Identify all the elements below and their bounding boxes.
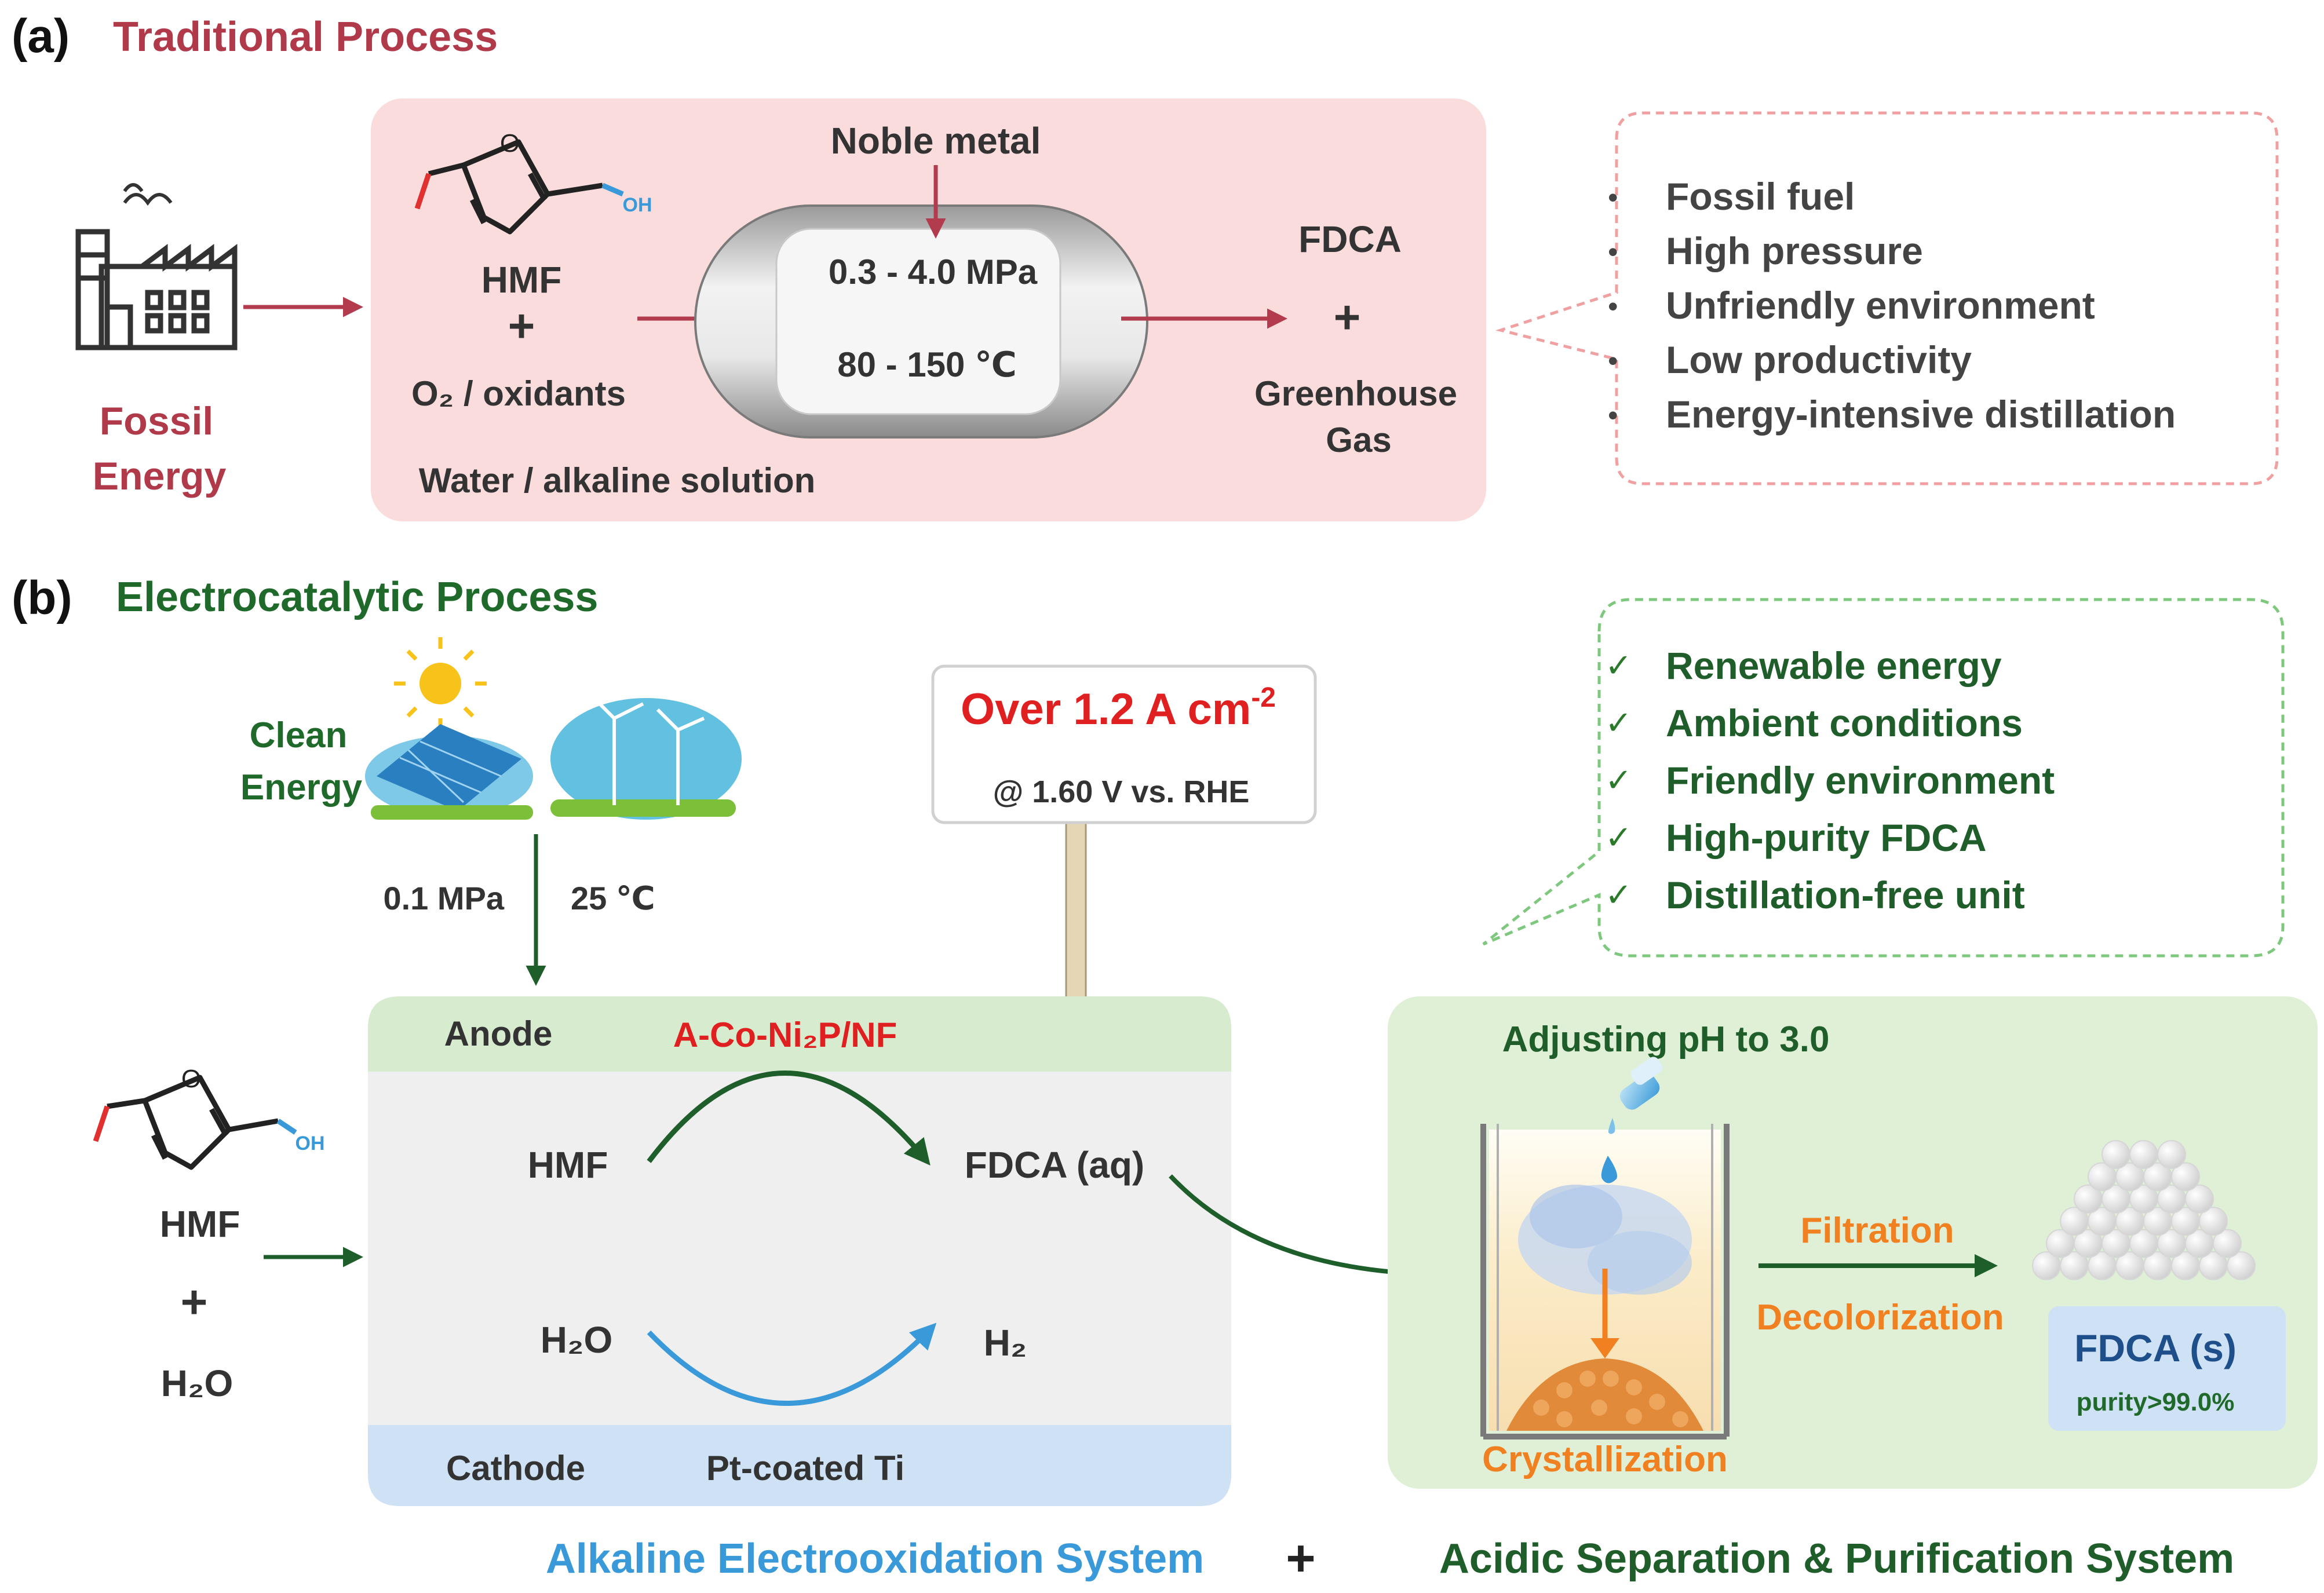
hmf-molecule-icon-b <box>93 1075 297 1170</box>
crystal-sphere <box>2129 1140 2158 1169</box>
drawback-bullet: • <box>1608 345 1618 377</box>
greenhouse-gas-line1: Greenhouse <box>1254 374 1457 413</box>
panel-b-label: (b) <box>12 572 72 624</box>
noble-metal-label: Noble metal <box>831 120 1041 162</box>
drawback-bullet: • <box>1608 399 1618 432</box>
check-icon: ✓ <box>1605 647 1632 684</box>
fdca-crystal-pile-icon <box>2032 1140 2256 1280</box>
check-icon: ✓ <box>1605 762 1632 798</box>
crystal-sphere <box>2157 1140 2186 1169</box>
cathode-reactant: H₂O <box>541 1319 612 1361</box>
crystal-sphere <box>2171 1162 2200 1192</box>
fdca-product-box <box>2048 1306 2286 1431</box>
fdca-label-a: FDCA <box>1298 218 1402 260</box>
crystallization-beaker-icon <box>1480 1057 1730 1439</box>
hmf-label-a: HMF <box>481 259 562 301</box>
feed-plus: + <box>181 1276 208 1328</box>
clean-energy-line2: Energy <box>240 768 363 808</box>
reactor-pressure: 0.3 - 4.0 MPa <box>829 253 1038 291</box>
fdca-purity: purity>99.0% <box>2077 1388 2235 1416</box>
condition-temperature-b: 25 ℃ <box>571 880 655 916</box>
advantage-item: Friendly environment <box>1666 759 2055 802</box>
drawback-item: Energy-intensive distillation <box>1666 393 2176 436</box>
current-density-value: Over 1.2 A cm-2 <box>961 682 1276 734</box>
drawback-bullet: • <box>1608 290 1618 323</box>
anode-reactant: HMF <box>528 1144 608 1186</box>
crystal-sphere <box>2213 1229 2242 1258</box>
check-icon: ✓ <box>1605 819 1632 856</box>
crystallization-label: Crystallization <box>1482 1439 1728 1479</box>
crystal-sphere <box>2199 1207 2228 1236</box>
fossil-energy-label-line1: Fossil <box>100 399 214 443</box>
cathode-product: H₂ <box>984 1322 1027 1364</box>
panel-a-title: Traditional Process <box>113 14 498 60</box>
clean-energy-line1: Clean <box>250 715 348 755</box>
check-icon: ✓ <box>1605 876 1632 913</box>
greenhouse-gas-line2: Gas <box>1326 421 1391 459</box>
feed-h2o: H₂O <box>161 1362 233 1404</box>
drawback-item: Fossil fuel <box>1666 175 1855 218</box>
hmf-oh-group-b: OH <box>295 1132 325 1154</box>
drawback-item: Low productivity <box>1666 338 1972 381</box>
drawbacks-callout-bubble <box>1495 111 2279 485</box>
alkaline-system-label: Alkaline Electrooxidation System <box>546 1536 1204 1582</box>
advantage-item: Distillation-free unit <box>1666 874 2025 916</box>
plus-products-a: + <box>1334 291 1361 343</box>
hmf-o-atom: O <box>500 129 520 158</box>
anode-product: FDCA (aq) <box>965 1144 1144 1186</box>
cathode-reaction-arrow <box>647 1322 937 1406</box>
advantage-item: High-purity FDCA <box>1666 816 1987 859</box>
oxidant-label: O₂ / oxidants <box>411 374 626 413</box>
factory-icon <box>75 183 238 350</box>
acidic-system-label: Acidic Separation & Purification System <box>1439 1536 2234 1582</box>
electrolysis-cell <box>368 996 1231 1506</box>
system-plus: + <box>1286 1529 1315 1587</box>
advantage-item: Renewable energy <box>1666 644 2002 687</box>
anode-label: Anode <box>444 1014 553 1053</box>
filtration-label: Filtration <box>1800 1211 1954 1251</box>
advantages-list: ✓ Renewable energy ✓ Ambient conditions … <box>1605 644 2055 916</box>
hmf-oh-group: OH <box>623 194 652 216</box>
wind-turbine-icon <box>550 693 742 820</box>
current-density-condition: @ 1.60 V vs. RHE <box>993 774 1250 809</box>
cathode-catalyst: Pt-coated Ti <box>706 1449 904 1488</box>
fossil-energy-label-line2: Energy <box>93 454 227 498</box>
ph-adjust-label: Adjusting pH to 3.0 <box>1502 1020 1830 1059</box>
anode-reaction-arrow <box>647 1070 931 1165</box>
drawbacks-list: • Fossil fuel • High pressure • Unfriend… <box>1608 175 2176 436</box>
reactor-window <box>775 228 1061 415</box>
panel-a-label: (a) <box>12 10 70 63</box>
check-icon: ✓ <box>1605 704 1632 741</box>
solar-panel-icon <box>365 637 533 820</box>
anode-catalyst: A-Co-Ni₂P/NF <box>673 1015 898 1054</box>
crystal-sphere <box>2102 1140 2130 1169</box>
fdca-solid-label: FDCA (s) <box>2074 1327 2237 1369</box>
cathode-label: Cathode <box>446 1449 585 1488</box>
advantages-callout-bubble <box>1482 598 2285 958</box>
drawback-bullet: • <box>1608 236 1618 268</box>
crystal-sphere <box>2185 1184 2214 1214</box>
crystal-sphere <box>2227 1251 2256 1280</box>
panel-b-title: Electrocatalytic Process <box>116 574 598 620</box>
hmf-o-atom-b: O <box>181 1065 201 1093</box>
reactor-temperature: 80 - 150 ℃ <box>837 345 1017 384</box>
drawback-item: High pressure <box>1666 229 1923 272</box>
decolorization-label: Decolorization <box>1756 1298 2004 1338</box>
condition-pressure-b: 0.1 MPa <box>383 880 504 916</box>
current-density-sign <box>931 664 1317 824</box>
feed-hmf: HMF <box>160 1203 240 1245</box>
drawback-bullet: • <box>1608 181 1618 214</box>
solution-label: Water / alkaline solution <box>419 461 816 500</box>
sign-post <box>1065 810 1087 1021</box>
drawback-item: Unfriendly environment <box>1666 284 2095 327</box>
plus-a: + <box>508 300 535 352</box>
advantage-item: Ambient conditions <box>1666 701 2023 744</box>
hmf-molecule-icon <box>414 139 624 235</box>
